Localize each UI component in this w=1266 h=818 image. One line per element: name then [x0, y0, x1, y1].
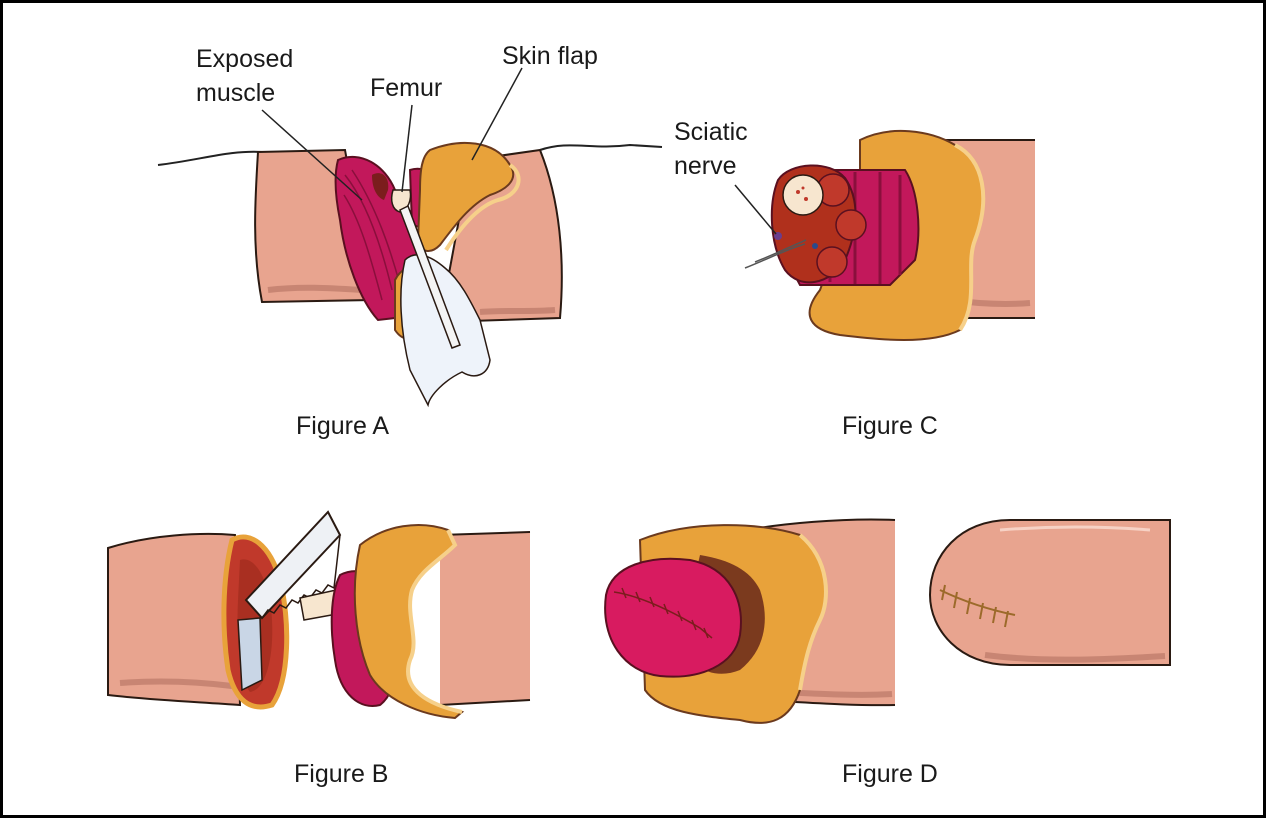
label-femur: Femur [370, 74, 442, 102]
femur-cross-section [783, 175, 823, 215]
label-exposed-muscle-line1: Exposed [196, 45, 293, 73]
caption-figure-d: Figure D [842, 760, 938, 788]
muscle-bundle [836, 210, 866, 240]
leader-line [472, 68, 522, 160]
caption-figure-c: Figure C [842, 412, 938, 440]
figure-d: Figure D [605, 520, 1170, 788]
thigh-shadow [480, 310, 555, 312]
caption-figure-a: Figure A [296, 412, 389, 440]
thigh-shadow [268, 288, 362, 290]
figure-c: Sciatic nerve Figure C [674, 118, 1035, 440]
label-sciatic-nerve-line1: Sciatic [674, 118, 748, 146]
caption-figure-b: Figure B [294, 760, 388, 788]
bone-marrow-dot [804, 197, 808, 201]
bone-marrow-dot [796, 190, 800, 194]
bone-marrow-dot [802, 187, 805, 190]
muscle-bundle [817, 247, 847, 277]
leader-line [735, 185, 776, 234]
femur-stump [238, 618, 262, 690]
figure-b: Figure B [108, 512, 530, 788]
figure-a: Exposed muscle Femur Skin flap Figure A [158, 42, 662, 440]
surface-line [540, 145, 662, 150]
vessel-end [812, 243, 818, 249]
label-sciatic-nerve-line2: nerve [674, 152, 737, 180]
surface-line [158, 152, 262, 165]
label-exposed-muscle-line2: muscle [196, 79, 275, 107]
healed-stump [930, 520, 1170, 665]
thigh-right [440, 532, 530, 705]
label-skin-flap: Skin flap [502, 42, 598, 70]
closed-stump [605, 559, 741, 677]
